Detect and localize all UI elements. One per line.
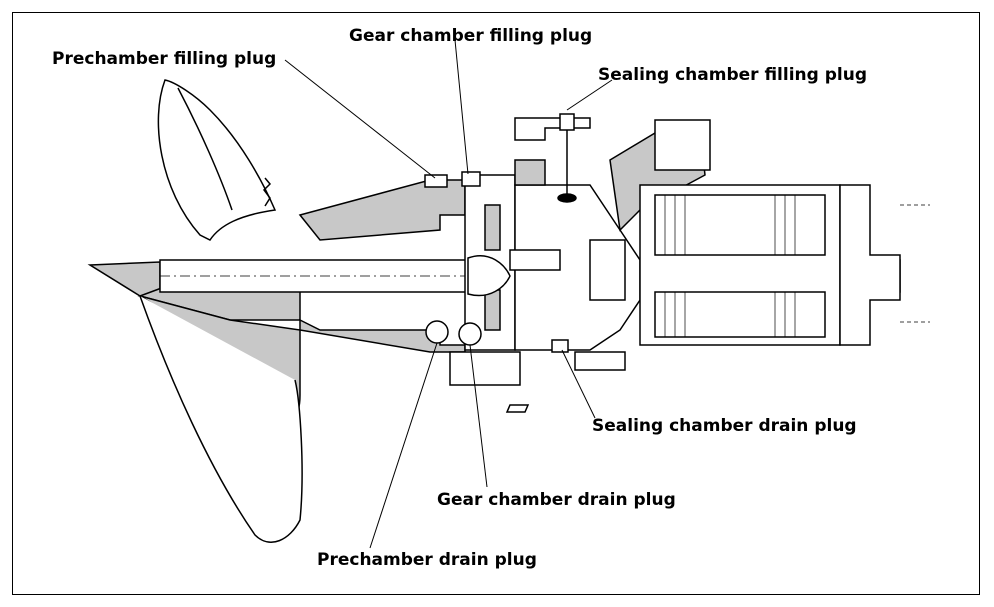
prechamber-filling-plug-label: Prechamber filling plug: [52, 49, 277, 69]
gear-chamber-drain-plug-label: Gear chamber drain plug: [437, 490, 676, 510]
propeller-blade-lower: [139, 295, 303, 543]
sealing-chamber: [509, 113, 641, 353]
leader-lines: [284, 39, 613, 549]
propeller-blade-upper: [157, 79, 277, 241]
prechamber-drain-plug-label: Prechamber drain plug: [317, 550, 537, 570]
motor-housing: [609, 119, 930, 346]
gear-chamber: [458, 171, 516, 351]
foot-base: [449, 351, 626, 413]
sealing-chamber-filling-plug-label: Sealing chamber filling plug: [598, 65, 867, 85]
gear-chamber-filling-plug-label: Gear chamber filling plug: [349, 26, 593, 46]
sealing-chamber-drain-plug-label: Sealing chamber drain plug: [592, 416, 857, 436]
